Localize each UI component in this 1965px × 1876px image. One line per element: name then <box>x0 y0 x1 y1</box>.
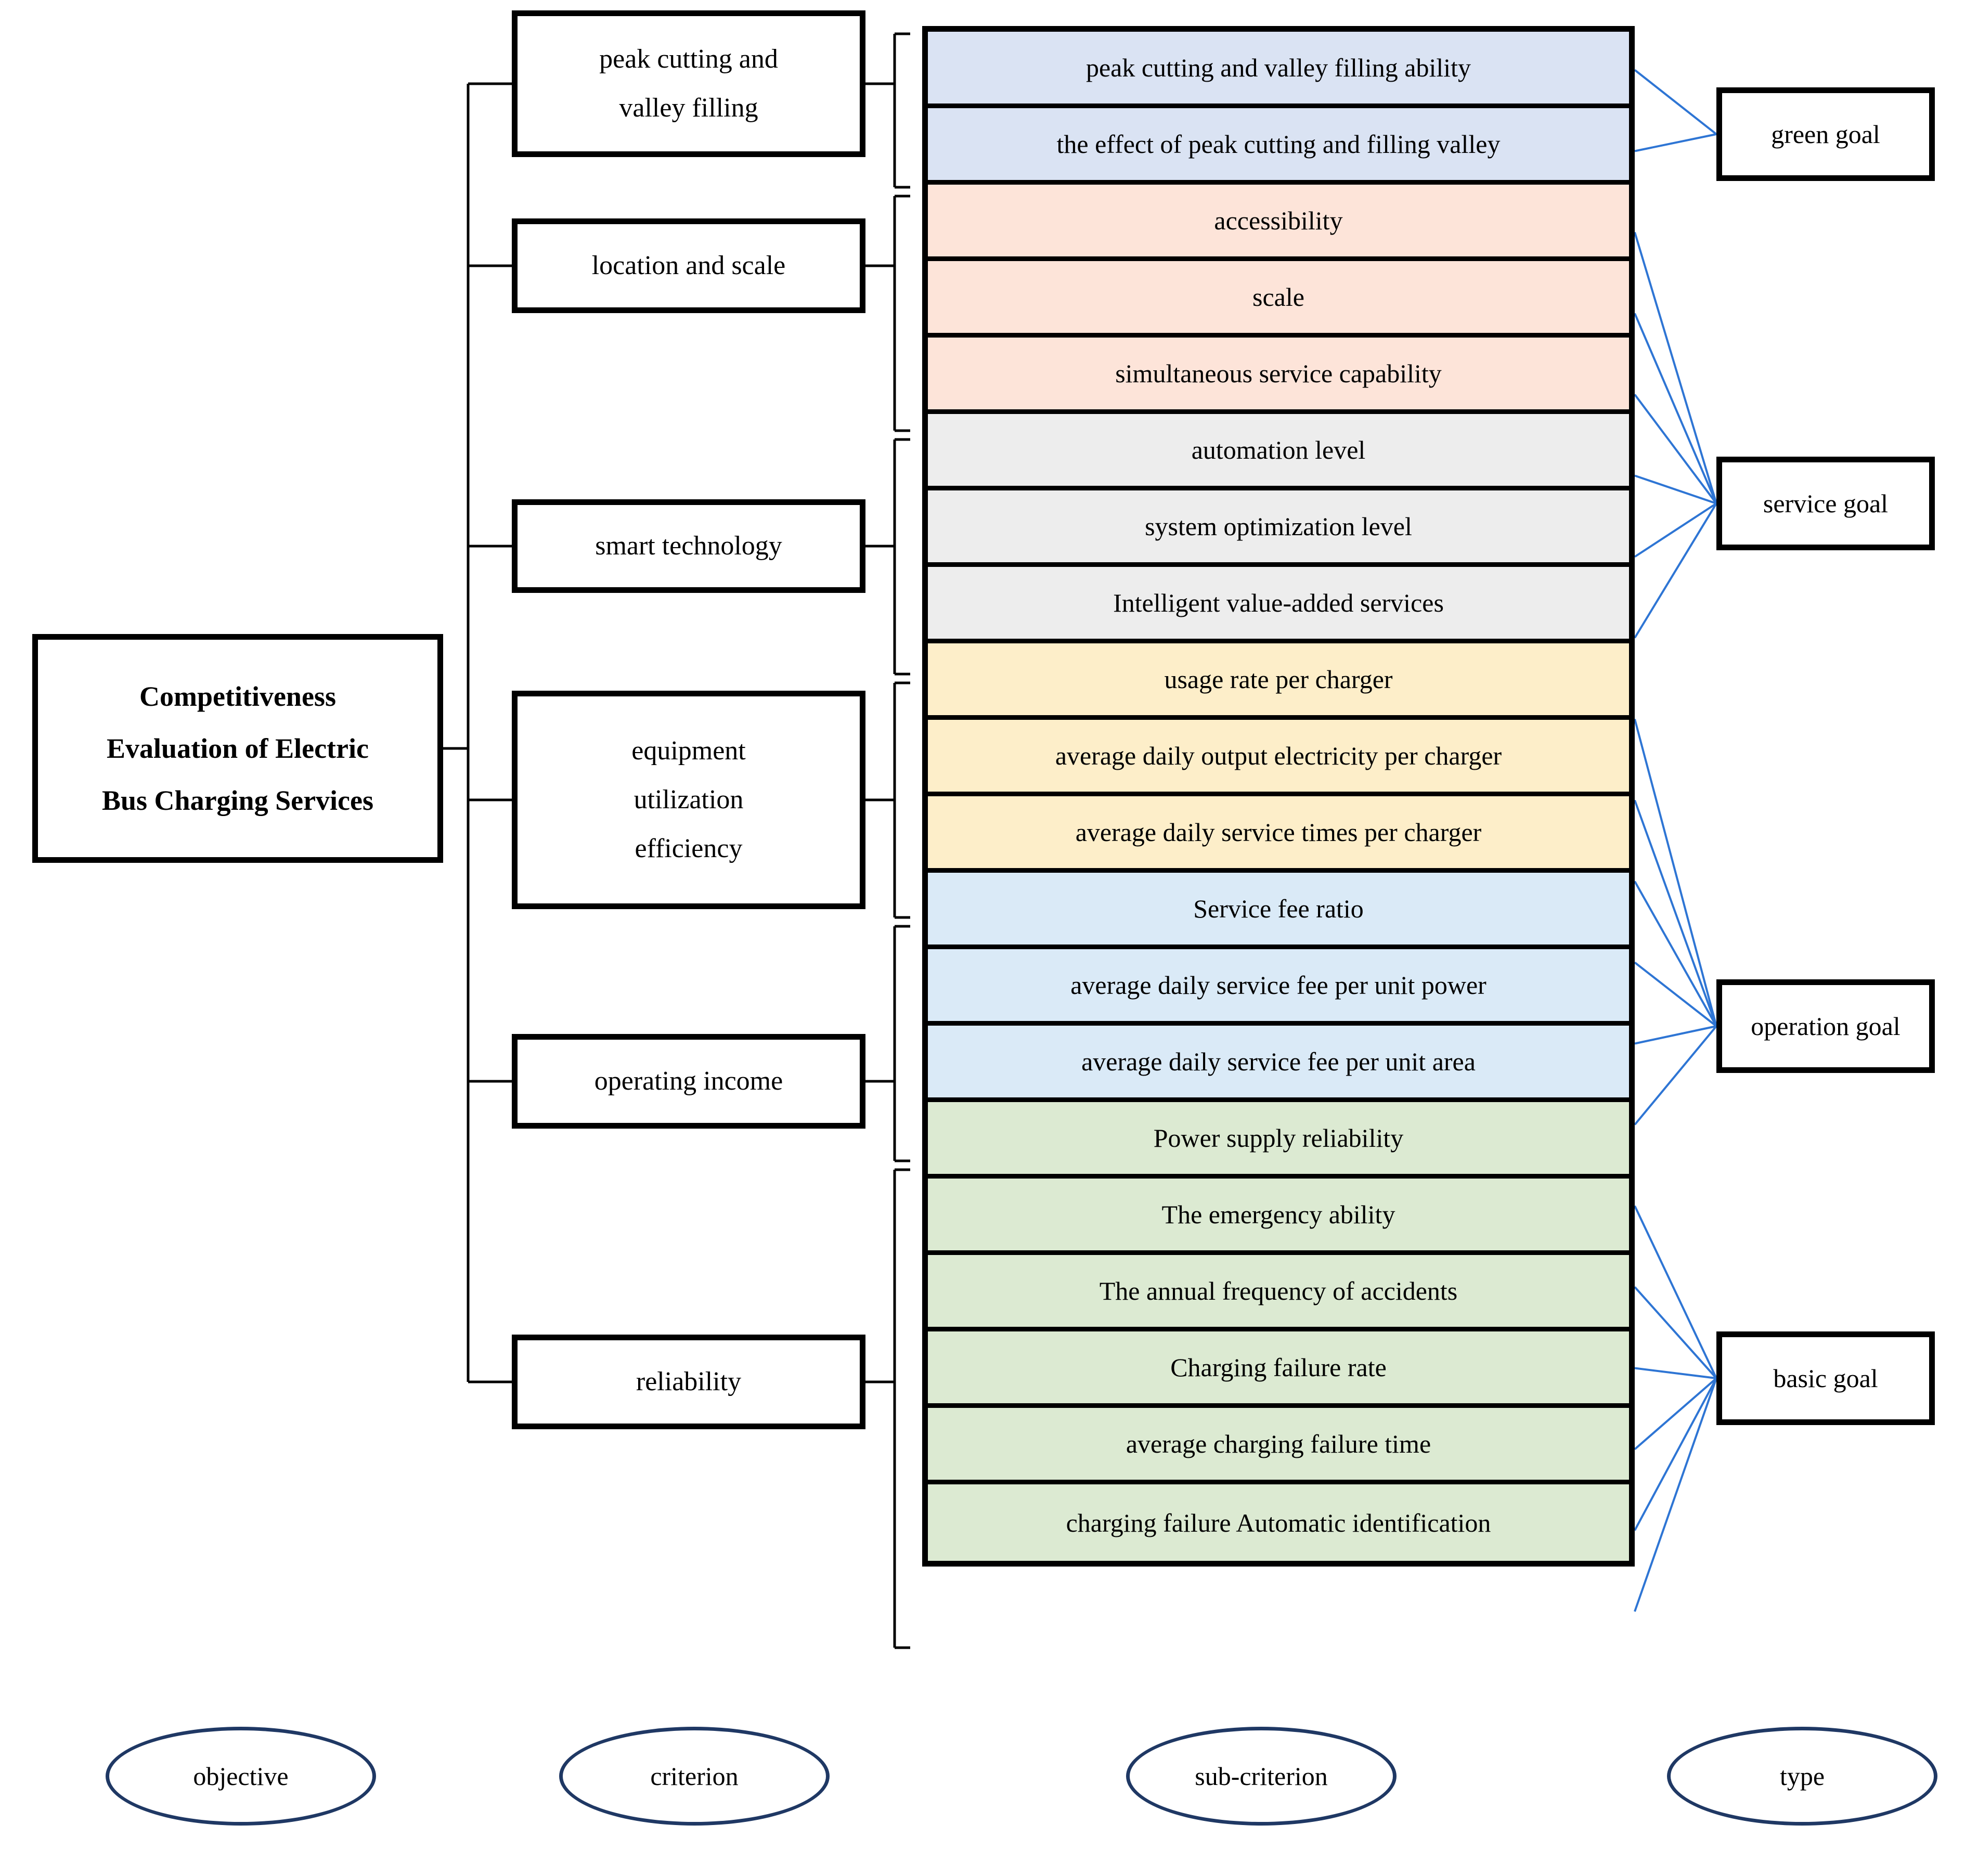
sub-criterion-label: Charging failure rate <box>1170 1353 1387 1382</box>
criterion-label: operating income <box>594 1066 783 1096</box>
type-box-green-goal: green goal <box>1716 87 1935 181</box>
sub-criterion-row: simultaneous service capability <box>928 338 1629 414</box>
type-box-operation-goal: operation goal <box>1716 979 1935 1073</box>
type-label: service goal <box>1763 489 1889 518</box>
legend-label: criterion <box>650 1762 739 1791</box>
criterion-label: efficiency <box>635 834 743 863</box>
sub-criterion-label: peak cutting and valley filling ability <box>1085 53 1471 82</box>
sub-criterion-row: Intelligent value-added services <box>928 567 1629 643</box>
sub-criterion-label: Power supply reliability <box>1153 1123 1404 1153</box>
legend-ellipse-sub-criterion: sub-criterion <box>1126 1727 1397 1826</box>
sub-criterion-to-type-line <box>1634 881 1717 1027</box>
sub-criterion-label: The emergency ability <box>1161 1200 1395 1229</box>
criterion-box-peak-cutting-and-valley-filling: peak cutting and valley filling <box>512 10 865 157</box>
sub-criterion-label: average daily output electricity per cha… <box>1055 741 1502 770</box>
sub-criterion-row: average charging failure time <box>928 1408 1629 1484</box>
type-box-service-goal: service goal <box>1716 457 1935 550</box>
sub-criterion-to-type-line <box>1634 69 1717 135</box>
sub-criterion-label: automation level <box>1191 435 1366 464</box>
sub-criterion-to-type-line <box>1634 1205 1717 1379</box>
criterion-label: equipment <box>631 736 746 766</box>
sub-criterion-label: scale <box>1252 282 1304 312</box>
sub-criterion-label: usage rate per charger <box>1164 665 1393 694</box>
sub-criterion-to-type-line <box>1634 718 1717 1027</box>
sub-criterion-row: average daily service fee per unit area <box>928 1026 1629 1102</box>
legend-ellipse-objective: objective <box>106 1727 376 1826</box>
sub-criterion-row: charging failure Automatic identificatio… <box>928 1484 1629 1561</box>
sub-criterion-to-type-line <box>1634 133 1717 152</box>
sub-criterion-row: Charging failure rate <box>928 1331 1629 1408</box>
sub-criterion-row: The annual frequency of accidents <box>928 1255 1629 1331</box>
criterion-label: location and scale <box>591 251 786 280</box>
type-label: green goal <box>1771 120 1880 149</box>
sub-criterion-to-type-line <box>1634 231 1717 504</box>
sub-criterion-row: system optimization level <box>928 490 1629 567</box>
objective-box: Competitiveness Evaluation of Electric B… <box>32 634 443 863</box>
sub-criterion-to-type-line <box>1634 1286 1717 1379</box>
sub-criterion-to-type-line <box>1634 1367 1717 1379</box>
sub-criterion-row: Power supply reliability <box>928 1102 1629 1179</box>
sub-criterion-row: the effect of peak cutting and filling v… <box>928 108 1629 185</box>
criterion-label: valley filling <box>619 93 758 123</box>
sub-criterion-row: accessibility <box>928 185 1629 261</box>
sub-criterion-label: accessibility <box>1214 206 1343 235</box>
sub-criterion-to-type-line <box>1634 1025 1717 1125</box>
sub-criterion-label: the effect of peak cutting and filling v… <box>1056 130 1501 159</box>
criterion-box-reliability: reliability <box>512 1335 865 1429</box>
sub-criterion-row: average daily service fee per unit power <box>928 949 1629 1026</box>
objective-line-3: Bus Charging Services <box>101 785 374 816</box>
legend-ellipse-criterion: criterion <box>559 1727 830 1826</box>
criterion-label: utilization <box>634 785 744 814</box>
sub-criterion-label: average daily service fee per unit area <box>1081 1047 1476 1076</box>
sub-criterion-row: scale <box>928 261 1629 338</box>
sub-criterion-row: automation level <box>928 414 1629 490</box>
criterion-label: peak cutting and <box>599 44 778 74</box>
criterion-box-location-and-scale: location and scale <box>512 218 865 313</box>
sub-criterion-label: charging failure Automatic identificatio… <box>1066 1508 1491 1537</box>
criterion-label: smart technology <box>595 531 782 561</box>
legend-label: sub-criterion <box>1195 1762 1328 1791</box>
sub-criterion-label: The annual frequency of accidents <box>1099 1276 1458 1305</box>
sub-criterion-row: average daily output electricity per cha… <box>928 720 1629 796</box>
sub-criterion-label: average daily service times per charger <box>1075 818 1482 847</box>
sub-criterion-to-type-line <box>1634 1378 1717 1531</box>
sub-criterion-label: simultaneous service capability <box>1115 359 1442 388</box>
sub-criterion-row: usage rate per charger <box>928 643 1629 720</box>
sub-criterion-to-type-line <box>1634 313 1717 504</box>
type-label: basic goal <box>1773 1364 1878 1393</box>
sub-criterion-label: average charging failure time <box>1126 1429 1431 1458</box>
sub-criterion-to-type-line <box>1634 474 1717 504</box>
criterion-box-smart-technology: smart technology <box>512 499 865 593</box>
sub-criterion-row: peak cutting and valley filling ability <box>928 32 1629 108</box>
sub-criterion-label: Service fee ratio <box>1193 894 1364 923</box>
objective-line-1: Competitiveness <box>139 681 336 712</box>
sub-criterion-label: system optimization level <box>1145 512 1412 541</box>
sub-criterion-to-type-line <box>1634 1378 1717 1612</box>
objective-line-2: Evaluation of Electric <box>107 733 369 764</box>
sub-criterion-to-type-line <box>1634 394 1717 504</box>
criterion-label: reliability <box>636 1367 742 1396</box>
sub-criterion-to-type-line <box>1634 502 1717 558</box>
type-box-basic-goal: basic goal <box>1716 1331 1935 1425</box>
sub-criterion-to-type-line <box>1634 502 1717 639</box>
sub-criterion-row: Service fee ratio <box>928 873 1629 949</box>
legend-label: objective <box>193 1762 289 1791</box>
sub-criterion-to-type-line <box>1634 1377 1717 1451</box>
criterion-box-operating-income: operating income <box>512 1034 865 1129</box>
type-label: operation goal <box>1751 1012 1901 1041</box>
sub-criterion-to-type-line <box>1634 961 1717 1027</box>
sub-criteria-table: peak cutting and valley filling ability t… <box>922 26 1635 1567</box>
legend-ellipse-type: type <box>1667 1727 1937 1826</box>
criterion-box-equipment-utilization-efficiency: equipment utilization efficiency <box>512 691 865 909</box>
sub-criterion-to-type-line <box>1634 799 1717 1027</box>
sub-criterion-row: The emergency ability <box>928 1179 1629 1255</box>
sub-criterion-label: Intelligent value-added services <box>1113 588 1444 617</box>
sub-criterion-row: average daily service times per charger <box>928 796 1629 873</box>
sub-criterion-label: average daily service fee per unit power <box>1070 971 1486 1000</box>
legend-label: type <box>1779 1762 1825 1791</box>
sub-criterion-to-type-line <box>1634 1025 1717 1045</box>
